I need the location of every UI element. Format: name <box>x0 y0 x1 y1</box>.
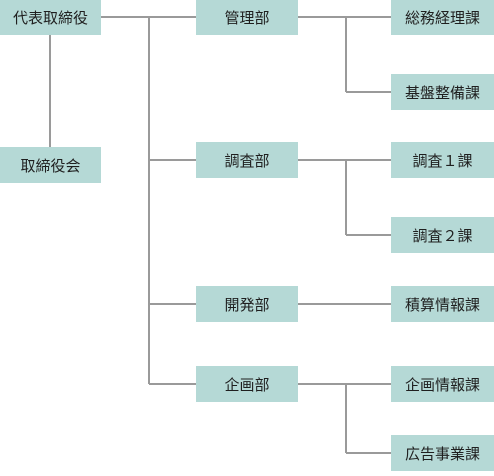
board-box: 取締役会 <box>0 147 101 183</box>
ceo-box: 代表取締役 <box>0 0 101 35</box>
section-box-kikaku-jouhou: 企画情報課 <box>391 366 494 402</box>
section-box-chousa-1: 調査１課 <box>391 142 494 178</box>
section-box-kiban-seibi: 基盤整備課 <box>391 74 494 110</box>
department-box-chousa: 調査部 <box>196 142 298 178</box>
department-box-kanri: 管理部 <box>196 0 298 35</box>
department-box-kikaku: 企画部 <box>196 366 298 402</box>
section-box-koukoku-jigyou: 広告事業課 <box>391 435 494 471</box>
section-box-chousa-2: 調査２課 <box>391 217 494 253</box>
department-box-kaihatsu: 開発部 <box>196 286 298 322</box>
section-box-soumu-keiri: 総務経理課 <box>391 0 494 35</box>
section-box-sekisan-jouhou: 積算情報課 <box>391 286 494 322</box>
